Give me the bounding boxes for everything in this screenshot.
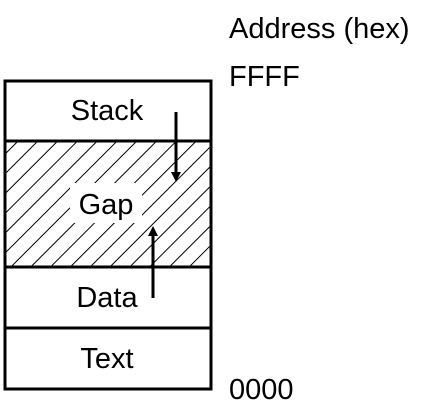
segment-gap: Gap (3, 139, 213, 269)
segment-stack-box (3, 79, 213, 143)
segment-stack: Stack (3, 79, 213, 143)
segment-text-label: Text (80, 343, 133, 375)
segment-data-label: Data (76, 282, 138, 314)
top-address-label: FFFF (229, 61, 300, 93)
segment-gap-label: Gap (79, 189, 134, 221)
bottom-address-label: 0000 (229, 374, 294, 406)
segment-text: Text (3, 326, 213, 391)
segment-stack-label: Stack (71, 95, 144, 127)
segment-data-box (3, 265, 213, 330)
segment-text-box (3, 326, 213, 391)
address-label: Address (hex) (229, 13, 410, 45)
gap-label-background (70, 183, 142, 223)
segment-data: Data (3, 265, 213, 330)
